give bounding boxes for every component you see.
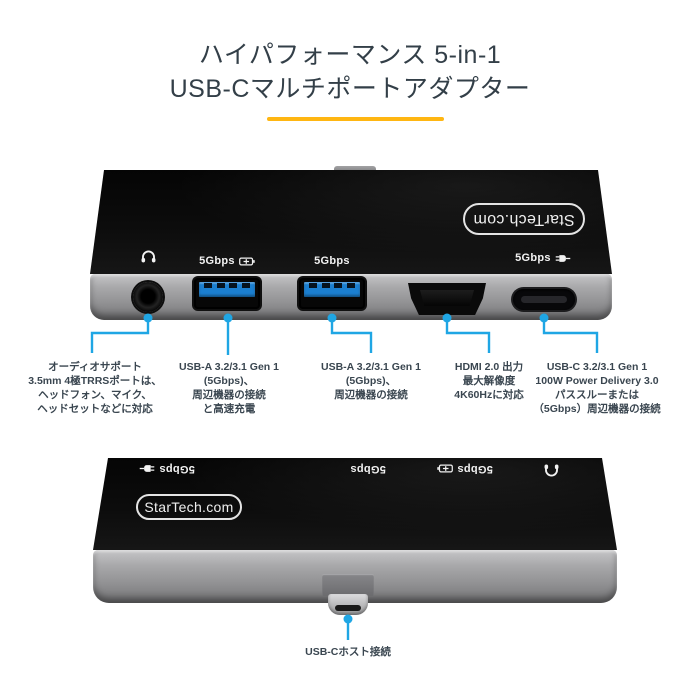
title-line-1: ハイパフォーマンス 5-in-1: [198, 41, 502, 69]
usb-a1-speed-label-rear: 5Gbps: [425, 463, 505, 475]
callout-connector-5: [542, 320, 599, 353]
callout-line: 100W Power Delivery 3.0: [535, 375, 659, 387]
front-top-face: [90, 170, 612, 274]
usb-a-tongue: [304, 282, 360, 297]
callout-usb-a1: USB-A 3.2/3.1 Gen 1 (5Gbps)、 周辺機器の接続 と高速…: [164, 360, 294, 416]
audio-jack-port: [133, 282, 163, 312]
callout-connector-4: [445, 320, 491, 353]
headphones-icon: [140, 250, 157, 264]
rear-caption: USB-Cホスト接続: [305, 646, 391, 658]
usb-a2-speed-label-rear: 5Gbps: [328, 463, 408, 475]
title-line-2: USB-Cマルチポートアダプター: [169, 75, 531, 103]
callout-line: USB-A 3.2/3.1 Gen 1: [321, 361, 421, 373]
brand-logo-text: StarTech.com: [473, 211, 575, 228]
title-underline: [267, 117, 444, 121]
callout-connector-1: [90, 320, 150, 353]
usb-a1-speed-label: 5Gbps: [187, 255, 267, 267]
usb-c-speed-label-rear: 5Gbps: [127, 463, 207, 475]
adapter-front-view: StarTech.com 5Gbps 5Gbps 5Gbps: [90, 166, 612, 320]
callout-line: USB-A 3.2/3.1 Gen 1: [179, 361, 279, 373]
usb-c-host-connector-collar: [322, 574, 374, 596]
callout-line: (5Gbps)、: [203, 375, 255, 387]
usb-a1-speed-text: 5Gbps: [457, 463, 493, 475]
callout-line: ヘッドフォン、マイク、: [38, 389, 152, 401]
headphones-icon: [543, 463, 560, 477]
usb-c-speed-label: 5Gbps: [503, 252, 583, 264]
usb-a-tongue: [199, 282, 255, 297]
battery-charge-icon: [238, 257, 255, 266]
callout-line: (5Gbps)、: [345, 375, 397, 387]
callout-line: と高速充電: [202, 403, 256, 415]
callout-dot-rear: [343, 614, 353, 624]
callout-line: パススルーまたは: [555, 389, 639, 401]
callout-audio: オーディオサポート 3.5mm 4極TRRSポートは、 ヘッドフォン、マイク、 …: [10, 360, 180, 416]
battery-charge-icon: [437, 465, 454, 474]
callout-usb-c: USB-C 3.2/3.1 Gen 1 100W Power Delivery …: [518, 360, 676, 416]
callout-line: （5Gbps）周辺機器の接続: [533, 403, 661, 415]
hdmi-port: [408, 283, 486, 315]
brand-logo: StarTech.com: [463, 203, 585, 235]
usb-c-host-connector: [328, 594, 368, 615]
brand-logo: StarTech.com: [136, 494, 242, 520]
callout-line: 3.5mm 4極TRRSポートは、: [28, 375, 162, 387]
power-plug-icon: [139, 465, 155, 474]
callout-line: 最大解像度: [462, 375, 516, 387]
callout-connector-3: [330, 320, 373, 353]
usb-a-port-1: [194, 278, 260, 309]
usb-a2-speed-text: 5Gbps: [314, 255, 350, 267]
page-title: ハイパフォーマンス 5-in-1 USB-Cマルチポートアダプター: [0, 38, 700, 106]
usb-a1-speed-text: 5Gbps: [199, 255, 235, 267]
callout-line: HDMI 2.0 出力: [454, 361, 524, 373]
usb-a2-speed-text: 5Gbps: [350, 463, 386, 475]
usb-c-port: [513, 289, 575, 310]
callout-line: USB-C 3.2/3.1 Gen 1: [546, 361, 648, 373]
callout-line: 周辺機器の接続: [334, 389, 408, 401]
callout-line: 周辺機器の接続: [192, 389, 266, 401]
callout-line: オーディオサポート: [48, 361, 142, 373]
rear-top-face: [93, 458, 617, 550]
callout-hdmi: HDMI 2.0 出力 最大解像度 4K60Hzに対応: [429, 360, 549, 402]
brand-logo-text: StarTech.com: [144, 499, 234, 515]
power-plug-icon: [555, 254, 571, 263]
usb-a-port-2: [299, 278, 365, 309]
callout-line: ヘッドセットなどに対応: [37, 403, 153, 415]
usb-c-speed-text: 5Gbps: [159, 463, 195, 475]
usb-c-speed-text: 5Gbps: [515, 252, 551, 264]
adapter-rear-view: StarTech.com 5Gbps 5Gbps 5Gbps: [93, 455, 617, 615]
callout-usb-a2: USB-A 3.2/3.1 Gen 1 (5Gbps)、 周辺機器の接続: [306, 360, 436, 402]
usb-a2-speed-label: 5Gbps: [292, 255, 372, 267]
callout-line: 4K60Hzに対応: [454, 389, 524, 401]
